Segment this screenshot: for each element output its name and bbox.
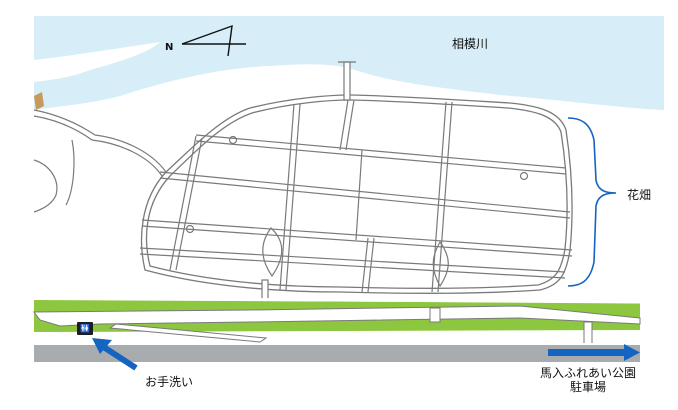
left-trails	[33, 109, 167, 213]
north-label: N	[165, 42, 174, 53]
river-label: 相模川	[452, 37, 489, 51]
diamond-path-left	[262, 227, 283, 278]
road	[34, 344, 640, 362]
toilet-icon: 🚻	[77, 322, 93, 335]
park-outline-inner	[145, 99, 568, 289]
fountain-icon	[185, 224, 195, 234]
promenade-path	[33, 305, 641, 327]
promenade-gate	[429, 307, 441, 323]
river-path	[343, 61, 351, 101]
toilet-arrow	[92, 338, 138, 371]
parking-arrow	[548, 344, 640, 361]
fountain-icon	[228, 135, 238, 145]
river-inlet	[34, 42, 160, 82]
parking-label-line2: 駐車場	[570, 380, 607, 394]
inner-path	[108, 323, 268, 343]
parking-label: 馬入ふれあい公園 駐車場	[540, 366, 636, 394]
field-brace	[567, 117, 617, 287]
diamond-path-right	[432, 240, 449, 288]
park-outline	[140, 94, 573, 294]
north-arrow	[181, 24, 246, 57]
toilet-label: お手洗い	[145, 375, 194, 389]
field-grid	[139, 99, 573, 293]
flower-field-label: 花畑	[627, 188, 652, 202]
parking-label-line1: 馬入ふれあい公園	[540, 366, 637, 380]
promenade-gate	[583, 321, 593, 345]
fountain-icon	[519, 171, 529, 181]
grass-top-edge	[33, 296, 641, 304]
left-structure	[34, 92, 44, 110]
